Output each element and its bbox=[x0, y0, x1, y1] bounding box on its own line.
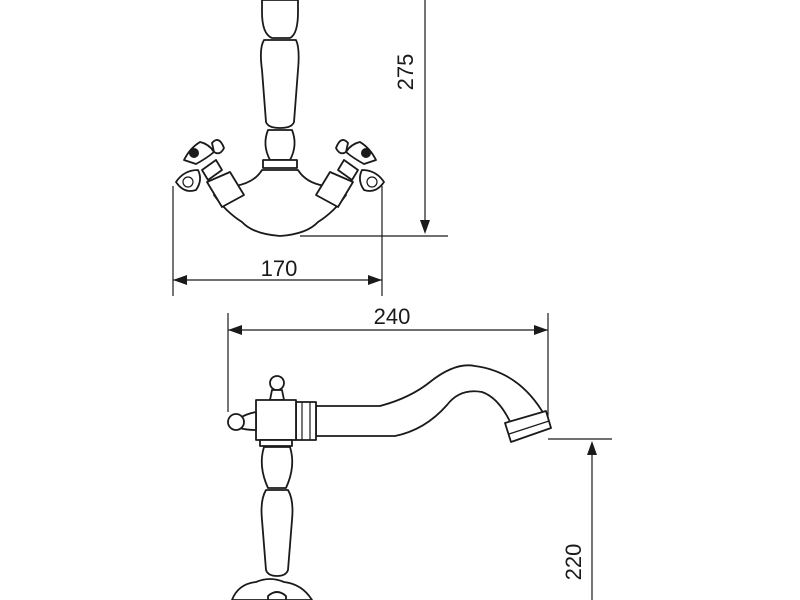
front-neck bbox=[264, 129, 296, 161]
right-cross-tap bbox=[315, 139, 385, 208]
side-handle-body bbox=[260, 489, 294, 577]
front-handle-top bbox=[261, 0, 299, 39]
front-view bbox=[172, 0, 448, 296]
left-cross-tap bbox=[175, 139, 245, 208]
side-top-knob bbox=[269, 375, 285, 391]
side-valve-body bbox=[255, 399, 297, 441]
dim-label-height-front: 275 bbox=[393, 54, 418, 91]
dim-label-base-width: 170 bbox=[261, 256, 298, 281]
side-handle-neck bbox=[260, 446, 294, 489]
side-base-cross bbox=[231, 578, 313, 600]
dim-label-outlet-height: 220 bbox=[561, 544, 586, 581]
side-view bbox=[227, 313, 612, 600]
dim-label-spout-reach: 240 bbox=[374, 304, 411, 329]
side-spout-nozzle bbox=[504, 410, 552, 443]
front-handle-body bbox=[259, 39, 300, 129]
front-collar bbox=[262, 159, 298, 169]
